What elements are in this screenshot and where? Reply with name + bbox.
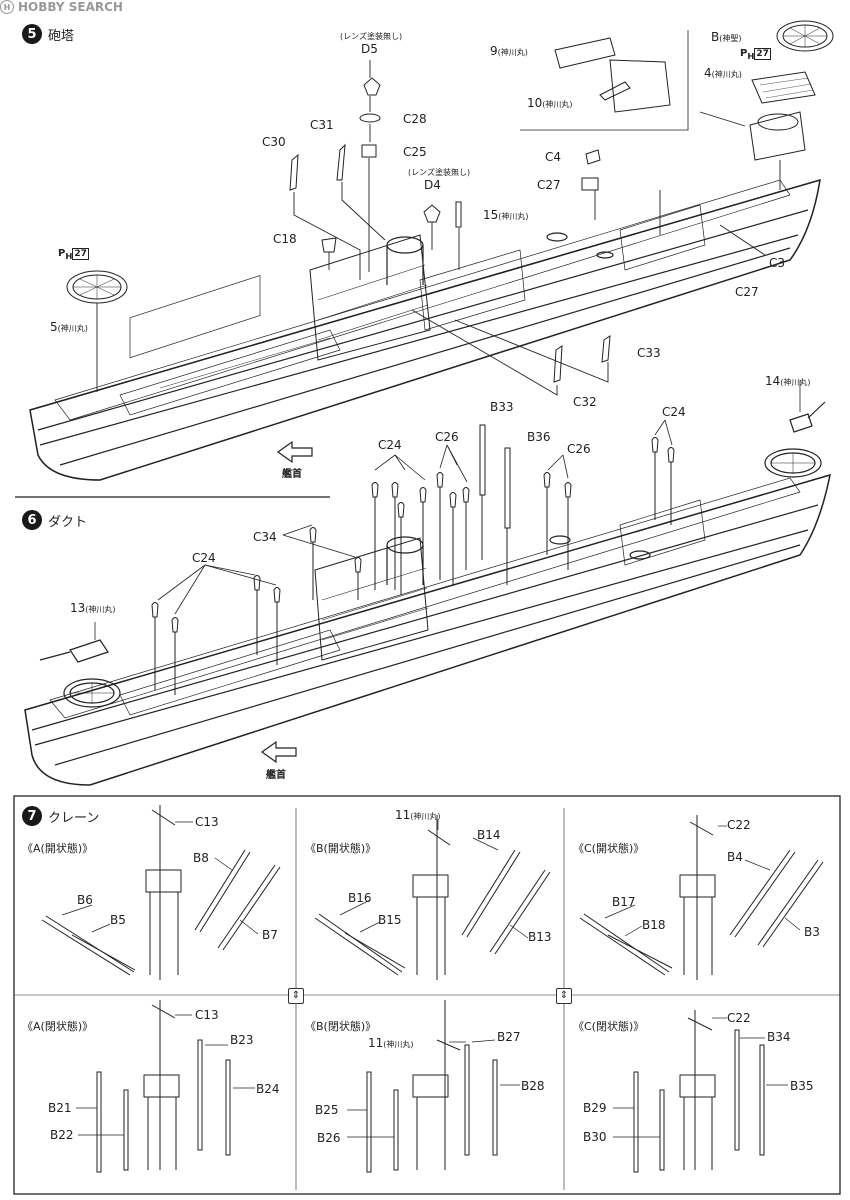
label-b25: B25	[315, 1103, 339, 1117]
label-c34: C34	[253, 530, 277, 544]
label-c24-1: C24	[378, 438, 402, 452]
label-c22-b: C22	[727, 1011, 751, 1025]
label-4: 4(神川丸)	[704, 66, 742, 80]
label-c25: C25	[403, 145, 427, 159]
bow-arrow-step5	[276, 440, 313, 464]
label-5: 5(神川丸)	[50, 320, 88, 334]
label-b23: B23	[230, 1033, 254, 1047]
label-b22: B22	[50, 1128, 74, 1142]
inset-box-left	[520, 30, 689, 131]
label-b4: B4	[727, 850, 743, 864]
step7-heading: 7 クレーン	[22, 806, 99, 826]
inset-arrow	[699, 111, 746, 127]
label-b28: B28	[521, 1079, 545, 1093]
step6-title: ダクト	[48, 514, 88, 530]
subhead-c-open: 《C(開状態)》	[573, 842, 645, 855]
ship-hull-step6	[24, 401, 831, 786]
label-b7: B7	[262, 928, 278, 942]
step6-number: 6	[22, 510, 42, 530]
label-c30: C30	[262, 135, 286, 149]
label-c13-a: C13	[195, 815, 219, 829]
subhead-a-open: 《A(開状態)》	[22, 842, 94, 855]
label-15: 15(神川丸)	[483, 208, 529, 222]
label-b13: B13	[528, 930, 552, 944]
subhead-b-open: 《B(開状態)》	[305, 842, 377, 855]
label-b36: B36	[527, 430, 551, 444]
label-9: 9(神川丸)	[490, 44, 528, 58]
bow-label-step6: 艦首	[266, 770, 286, 781]
label-b29: B29	[583, 1101, 607, 1115]
crane-drawings	[41, 805, 824, 1173]
swap-icon-1: ⇕	[288, 988, 304, 1004]
label-c24-2: C24	[662, 405, 686, 419]
swap-icon-2: ⇕	[556, 988, 572, 1004]
label-c32: C32	[573, 395, 597, 409]
label-c18: C18	[273, 232, 297, 246]
label-b24: B24	[256, 1082, 280, 1096]
label-b: B(神聖)	[711, 30, 742, 44]
label-c24-3: C24	[192, 551, 216, 565]
label-c13-b: C13	[195, 1008, 219, 1022]
step5-number: 5	[22, 24, 42, 44]
step7-title: クレーン	[48, 810, 100, 826]
label-10: 10(神川丸)	[527, 96, 573, 110]
label-c26-1: C26	[435, 430, 459, 444]
label-d4: D4	[424, 178, 441, 192]
label-c4: C4	[545, 150, 562, 164]
watermark-text: HOBBY SEARCH	[18, 0, 123, 14]
label-b26: B26	[317, 1131, 341, 1145]
step7-number: 7	[22, 806, 42, 826]
label-11-a: 11(神川丸)	[395, 808, 441, 822]
label-b30: B30	[583, 1130, 607, 1144]
step5-parts	[66, 20, 834, 383]
step5-heading: 5 砲塔	[22, 24, 74, 44]
step5-title: 砲塔	[48, 28, 75, 44]
label-c22-a: C22	[727, 818, 751, 832]
label-b14: B14	[477, 828, 501, 842]
label-b8: B8	[193, 851, 209, 865]
label-b18: B18	[642, 918, 666, 932]
label-c27: C27	[537, 178, 561, 192]
label-b16: B16	[348, 891, 372, 905]
label-d5: D5	[361, 42, 378, 56]
label-lens-note-1: (レンズ塗装無し)	[340, 32, 403, 41]
watermark: H HOBBY SEARCH	[0, 0, 123, 14]
step6-ducts	[151, 424, 675, 695]
label-b6: B6	[77, 893, 93, 907]
label-b21: B21	[48, 1101, 72, 1115]
label-b5: B5	[110, 913, 126, 927]
label-c26-2: C26	[567, 442, 591, 456]
label-11-b: 11(神川丸)	[368, 1036, 414, 1050]
subhead-b-closed: 《B(閉状態)》	[305, 1020, 377, 1033]
bow-label-step5: 艦首	[282, 469, 302, 480]
label-b15: B15	[378, 913, 402, 927]
label-b3: B3	[804, 925, 820, 939]
label-b33: B33	[490, 400, 514, 414]
subhead-c-closed: 《C(閉状態)》	[573, 1020, 645, 1033]
label-c3: C3	[769, 256, 786, 270]
label-c31: C31	[310, 118, 334, 132]
subhead-a-closed: 《A(閉状態)》	[22, 1020, 94, 1033]
label-b34: B34	[767, 1030, 791, 1044]
label-c27b: C27	[735, 285, 759, 299]
label-c33: C33	[637, 346, 661, 360]
step6-heading: 6 ダクト	[22, 510, 87, 530]
label-b17: B17	[612, 895, 636, 909]
watermark-logo: H	[0, 0, 14, 14]
label-lens-note-2: (レンズ塗装無し)	[408, 168, 471, 177]
label-b35: B35	[790, 1079, 814, 1093]
ship-hull-step5	[29, 178, 821, 481]
label-c28: C28	[403, 112, 427, 126]
label-13: 13(神川丸)	[70, 601, 116, 615]
bow-arrow-step6	[260, 740, 297, 764]
label-14: 14(神川丸)	[765, 374, 811, 388]
label-b27: B27	[497, 1030, 521, 1044]
